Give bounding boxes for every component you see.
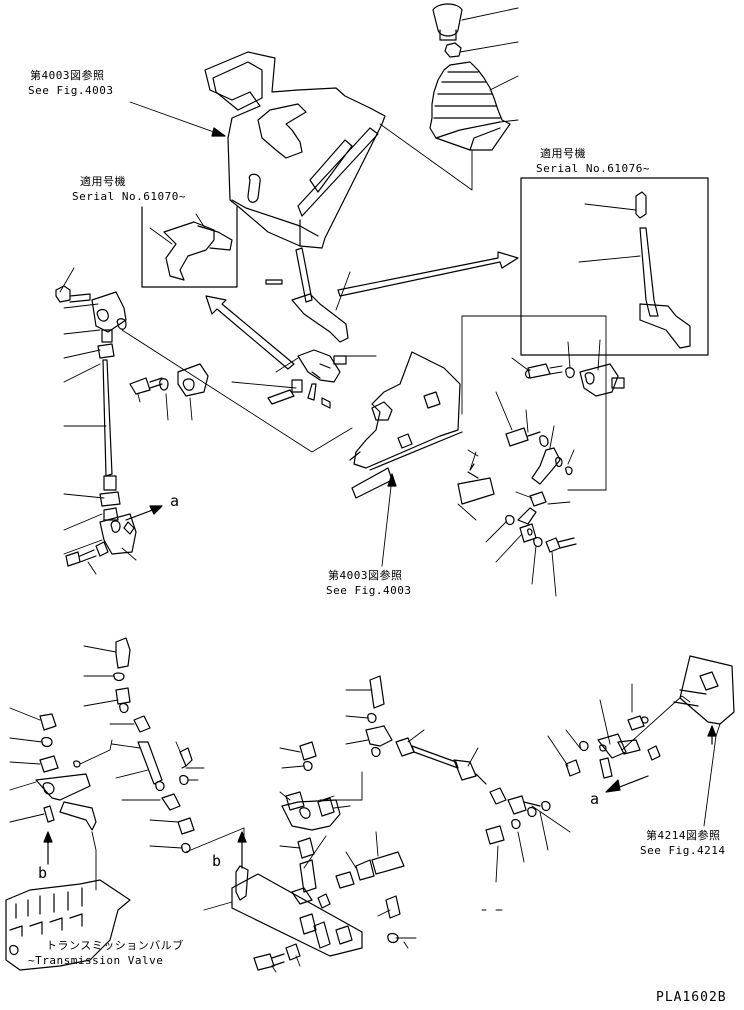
knob-nut [445, 43, 461, 57]
ref-arrow-lower-right [708, 726, 716, 744]
console-cover [205, 52, 385, 248]
shift-boot [430, 62, 510, 150]
arrow-a-lower [606, 776, 648, 792]
valve-label-en: ~Transmission Valve [28, 954, 164, 967]
shift-knob [433, 4, 462, 40]
ref-middle-jp: 第4003図参照 [328, 569, 403, 582]
ref-right-en: See Fig.4214 [640, 844, 726, 857]
marker-a-lower: a [590, 790, 600, 808]
turnbuckle-linkage [366, 676, 550, 844]
leader-lines-lower-left [10, 646, 204, 848]
arrow-to-right-box [338, 252, 518, 296]
right-linkage-lower [506, 508, 576, 552]
serial-box-left [142, 207, 237, 287]
serial-box-right [521, 178, 708, 355]
marker-b-center: b [212, 852, 222, 870]
arrow-to-left-box [206, 296, 294, 369]
arrow-b-left [44, 832, 52, 864]
arrow-a-upper [126, 506, 162, 520]
leader-lines-lower-center [204, 748, 416, 972]
leader-lines-top [460, 8, 518, 122]
arrow-b-center [238, 832, 246, 868]
leader-lines-turnbuckle [346, 690, 570, 910]
right-linkage-upper [506, 364, 624, 506]
guide-lines-center [122, 316, 606, 490]
ref-top-left-en: See Fig.4003 [28, 84, 114, 97]
leader-lines-left-rod [60, 268, 192, 574]
ref-right-jp: 第4214図参照 [646, 829, 721, 842]
figure-id: PLA1602B [656, 990, 727, 1005]
lower-left-linkage [36, 638, 244, 890]
guide-line [380, 124, 472, 190]
ref-top-left-jp: 第4003図参照 [30, 69, 105, 82]
mounting-plate [350, 352, 494, 504]
serial-right-en: Serial No.61076~ [536, 162, 650, 175]
leader-lines-right-upper [496, 340, 606, 504]
ref-middle-en: See Fig.4003 [326, 584, 412, 597]
ref-arrow-top [130, 102, 225, 136]
left-rod-assembly [56, 286, 208, 566]
shift-lever-assembly [232, 248, 376, 408]
serial-left-en: Serial No.61070~ [72, 190, 186, 203]
lower-right-bracket [566, 656, 734, 778]
valve-label-jp: トランスミッションバルブ [46, 939, 184, 952]
lower-center-linkage [232, 742, 404, 970]
transmission-valve [6, 880, 130, 970]
ref-arrow-middle [382, 474, 396, 566]
serial-right-jp: 適用号機 [540, 147, 586, 160]
marker-b-left: b [38, 864, 48, 882]
marker-a-upper: a [170, 492, 180, 510]
leader-lines-right-lower [458, 504, 556, 596]
serial-left-jp: 適用号機 [80, 175, 126, 188]
